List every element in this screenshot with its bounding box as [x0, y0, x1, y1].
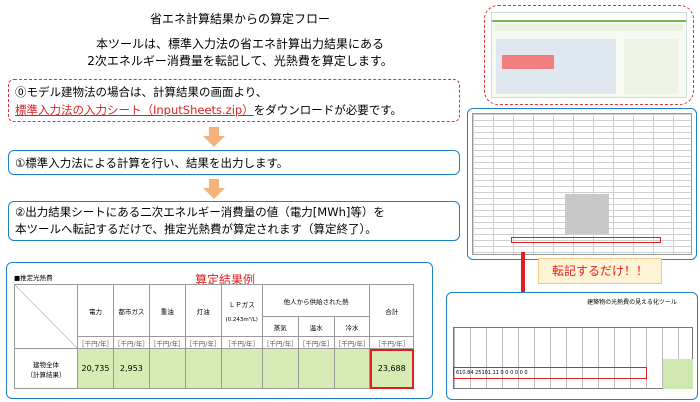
- value-kerosene: [184, 348, 222, 389]
- col-supplied-heat: 他人から供給された熱: [261, 284, 371, 317]
- unit-cell: ［千円/年］: [112, 336, 150, 349]
- intro-text: 本ツールは、標準入力法の省エネ計算出力結果にある 2次エネルギー消費量を転記して…: [20, 36, 460, 70]
- value-lpg: [220, 348, 263, 389]
- step-1-text: ①標準入力法による計算を行い、結果を出力します。: [15, 156, 289, 170]
- unit-cell: ［千円/年］: [184, 336, 222, 349]
- input-sheets-link[interactable]: 標準入力法の入力シート（InputSheets.zip）: [15, 103, 254, 117]
- unit-cell: ［千円/年］: [369, 336, 414, 349]
- row-label-1: 建物全体: [33, 360, 60, 369]
- row-label-2: （計算結果）: [26, 370, 66, 379]
- tool-title: 建築物の光熱費の見える化ツール: [587, 299, 677, 306]
- col-electricity: 電力: [77, 284, 114, 337]
- unit-cell: ［千円/年］: [220, 336, 263, 349]
- row-label: 建物全体（計算結果）: [13, 348, 79, 389]
- col-lpg-conversion: (0.243m³/L): [225, 316, 258, 323]
- step-0-suffix: をダウンロードが必要です。: [253, 103, 403, 117]
- tool-screenshot: 建築物の光熱費の見える化ツール 610.84 25101.11 0 0 0 0 …: [446, 292, 698, 400]
- unit-cell: ［千円/年］: [261, 336, 299, 349]
- col-kerosene: 灯油: [184, 284, 222, 337]
- step-2-box: ②出力結果シートにある二次エネルギー消費量の値（電力[MWh]等）を 本ツールへ…: [8, 201, 460, 241]
- tool-input-row: 610.84 25101.11 0 0 0 0 0 0: [453, 367, 647, 379]
- result-table: 電力 都市ガス 重油 灯油 ＬＰガス (0.243m³/L) 他人から供給された熱…: [13, 284, 414, 389]
- unit-cell: ［千円/年］: [148, 336, 186, 349]
- value-city-gas: 2,953: [112, 348, 150, 389]
- result-title: 算定結果例: [194, 273, 255, 287]
- col-heavy-oil: 重油: [148, 284, 186, 337]
- col-lpg: ＬＰガス (0.243m³/L): [220, 284, 263, 337]
- value-cold-water: [333, 348, 371, 389]
- value-total: 23,688: [369, 348, 414, 389]
- corner-cell: [13, 284, 79, 349]
- intro-line-2: 2次エネルギー消費量を転記して、光熱費を算定します。: [87, 54, 393, 68]
- step-0-line-1: ⓪モデル建物法の場合は、計算結果の画面より、: [15, 85, 268, 99]
- output-sheet-screenshot: [467, 108, 697, 260]
- result-section-label: ■推定光熱費: [14, 274, 53, 282]
- col-city-gas: 都市ガス: [112, 284, 150, 337]
- value-electricity: 20,735: [77, 348, 114, 389]
- col-hot-water: 温水: [297, 316, 335, 337]
- unit-cell: ［千円/年］: [77, 336, 114, 349]
- step-1-box: ①標準入力法による計算を行い、結果を出力します。: [8, 150, 460, 175]
- down-arrow-icon: [203, 179, 225, 199]
- value-heavy-oil: [148, 348, 186, 389]
- value-hot-water: [297, 348, 335, 389]
- down-arrow-icon: [203, 127, 225, 147]
- unit-cell: ［千円/年］: [333, 336, 371, 349]
- page-title: 省エネ計算結果からの算定フロー: [149, 12, 330, 26]
- step-2-line-1: ②出力結果シートにある二次エネルギー消費量の値（電力[MWh]等）を: [15, 205, 385, 219]
- model-building-screenshot: [484, 5, 694, 105]
- col-steam: 蒸気: [261, 316, 299, 337]
- step-0-line-2: 標準入力法の入力シート（InputSheets.zip）をダウンロードが必要です…: [15, 101, 453, 119]
- col-cold-water: 冷水: [333, 316, 371, 337]
- intro-line-1: 本ツールは、標準入力法の省エネ計算出力結果にある: [95, 37, 384, 51]
- col-lpg-label: ＬＰガス: [228, 300, 255, 309]
- transfer-label: 転記するだけ！！: [538, 258, 662, 284]
- value-steam: [261, 348, 299, 389]
- step-0-box: ⓪モデル建物法の場合は、計算結果の画面より、 標準入力法の入力シート（Input…: [8, 79, 460, 122]
- step-2-line-2: 本ツールへ転記するだけで、推定光熱費が算定されます（算定終了）。: [15, 222, 377, 236]
- col-total: 合計: [369, 284, 414, 337]
- secondary-energy-highlight: [511, 237, 661, 243]
- unit-cell: ［千円/年］: [297, 336, 335, 349]
